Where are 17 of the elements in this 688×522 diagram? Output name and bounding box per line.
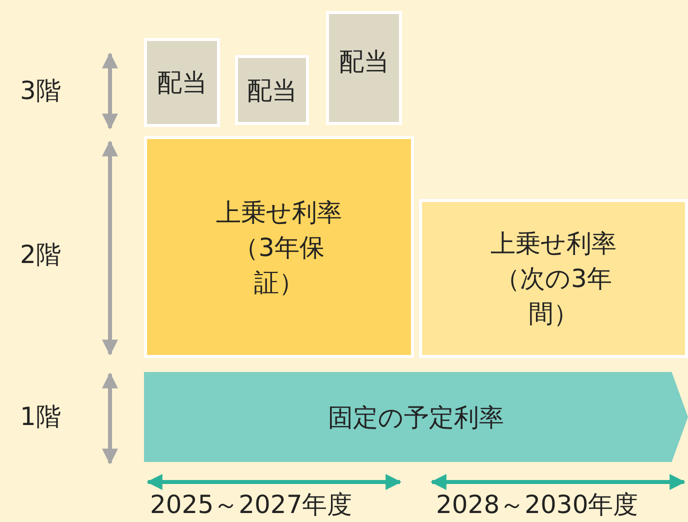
dividend-box xyxy=(235,55,309,125)
node-text: 固定の予定利率 xyxy=(328,402,504,434)
node-text: 上乗せ利率（3年保証） xyxy=(215,196,343,298)
floor-label: 2階 xyxy=(20,239,61,271)
period-label: 2025～2027年度 xyxy=(150,489,352,521)
node-text: 上乗せ利率（次の3年間） xyxy=(490,228,618,330)
floor-label: 1階 xyxy=(20,401,61,433)
node-text: 配当 xyxy=(247,74,297,106)
floor-label: 3階 xyxy=(20,75,61,107)
rate-box xyxy=(419,199,688,358)
node-text: 配当 xyxy=(339,46,389,78)
period-label: 2028～2030年度 xyxy=(436,489,638,521)
dividend-box xyxy=(326,11,402,125)
node-text: 配当 xyxy=(157,67,207,99)
dividend-box xyxy=(144,38,220,127)
arrow-band xyxy=(144,372,688,462)
rate-box xyxy=(144,136,414,358)
